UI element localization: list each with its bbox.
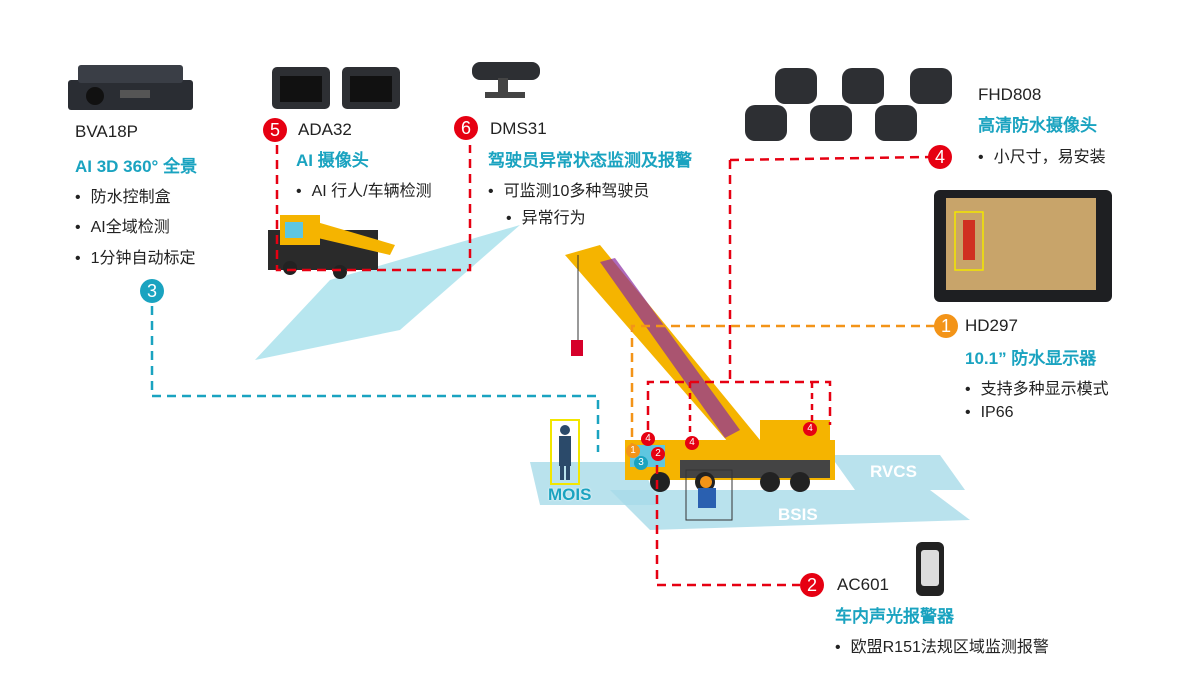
ada32-model: ADA32 (298, 120, 352, 139)
ada32-title: AI 摄像头 (296, 151, 369, 170)
mini-badge-4: 4 (803, 422, 817, 436)
badge-2: 2 (800, 573, 824, 597)
pedestrian-detection-box (550, 419, 580, 485)
hd297-model: HD297 (965, 316, 1018, 335)
pedestrian-image (559, 425, 571, 480)
mini-badge-4: 4 (685, 436, 699, 450)
mini-badge-2: 2 (651, 447, 665, 461)
ac601-model: AC601 (837, 575, 889, 594)
dms31-model: DMS31 (490, 119, 547, 138)
fhd808-cameras-image (745, 68, 952, 141)
zone-label-bsis: BSIS (778, 505, 818, 524)
connector-bva18p (150, 306, 600, 452)
connector-dms31 (729, 155, 931, 162)
mini-badge-3: 3 (634, 456, 648, 470)
worker-image (698, 476, 716, 508)
bva18p-title: AI 3D 360° 全景 (75, 157, 198, 176)
dms31-device-image (472, 62, 540, 98)
connector-fhd808 (646, 380, 832, 430)
zone-label-rvcs: RVCS (870, 462, 917, 481)
connector-ada32 (275, 145, 472, 272)
badge-3: 3 (140, 279, 164, 303)
badge-5: 5 (263, 118, 287, 142)
main-crane-image (565, 245, 835, 492)
bva18p-model: BVA18P (75, 122, 139, 141)
badge-6: 6 (454, 116, 478, 140)
hd297-title: 10.1” 防水显示器 (965, 349, 1097, 368)
fhd808-model: FHD808 (978, 85, 1042, 104)
dms31-title: 驾驶员异常状态监测及报警 (488, 151, 692, 170)
hd297-bullet: IP66 (965, 404, 1014, 422)
mini-badge-1: 1 (626, 444, 640, 458)
bva18p-device-image (68, 65, 193, 110)
rvcs-zone (830, 455, 965, 490)
ada32-bullet: AI 行人/车辆检测 (296, 177, 432, 201)
fhd808-title: 高清防水摄像头 (978, 116, 1097, 135)
dms31-bullet: 可监测10多种驾驶员 (488, 177, 650, 201)
ac601-title: 车内声光报警器 (835, 607, 954, 626)
connector-ac601 (655, 465, 800, 587)
hd297-bullet: 支持多种显示模式 (965, 375, 1109, 399)
bva18p-bullet: 1分钟自动标定 (75, 244, 196, 268)
connector-hd297 (630, 324, 935, 448)
bva18p-bullet: 防水控制盒 (75, 183, 171, 207)
badge-1: 1 (934, 314, 958, 338)
ac601-alarm-image (916, 542, 944, 596)
badge-4: 4 (928, 145, 952, 169)
ac601-bullet: 欧盟R151法规区域监测报警 (835, 633, 1049, 657)
zone-label-mois: MOIS (548, 485, 592, 504)
fhd808-bullet: 小尺寸，易安装 (978, 143, 1106, 167)
small-crane-image (268, 215, 395, 279)
mini-badge-4: 4 (641, 432, 655, 446)
camera-beam (255, 225, 520, 360)
bva18p-bullet: AI全域检测 (75, 213, 170, 237)
hd297-monitor-image (934, 190, 1112, 302)
ada32-cameras-image (272, 67, 400, 109)
dms31-bullet-cont: 异常行为 (506, 204, 586, 228)
worker-detection-box (685, 469, 733, 521)
